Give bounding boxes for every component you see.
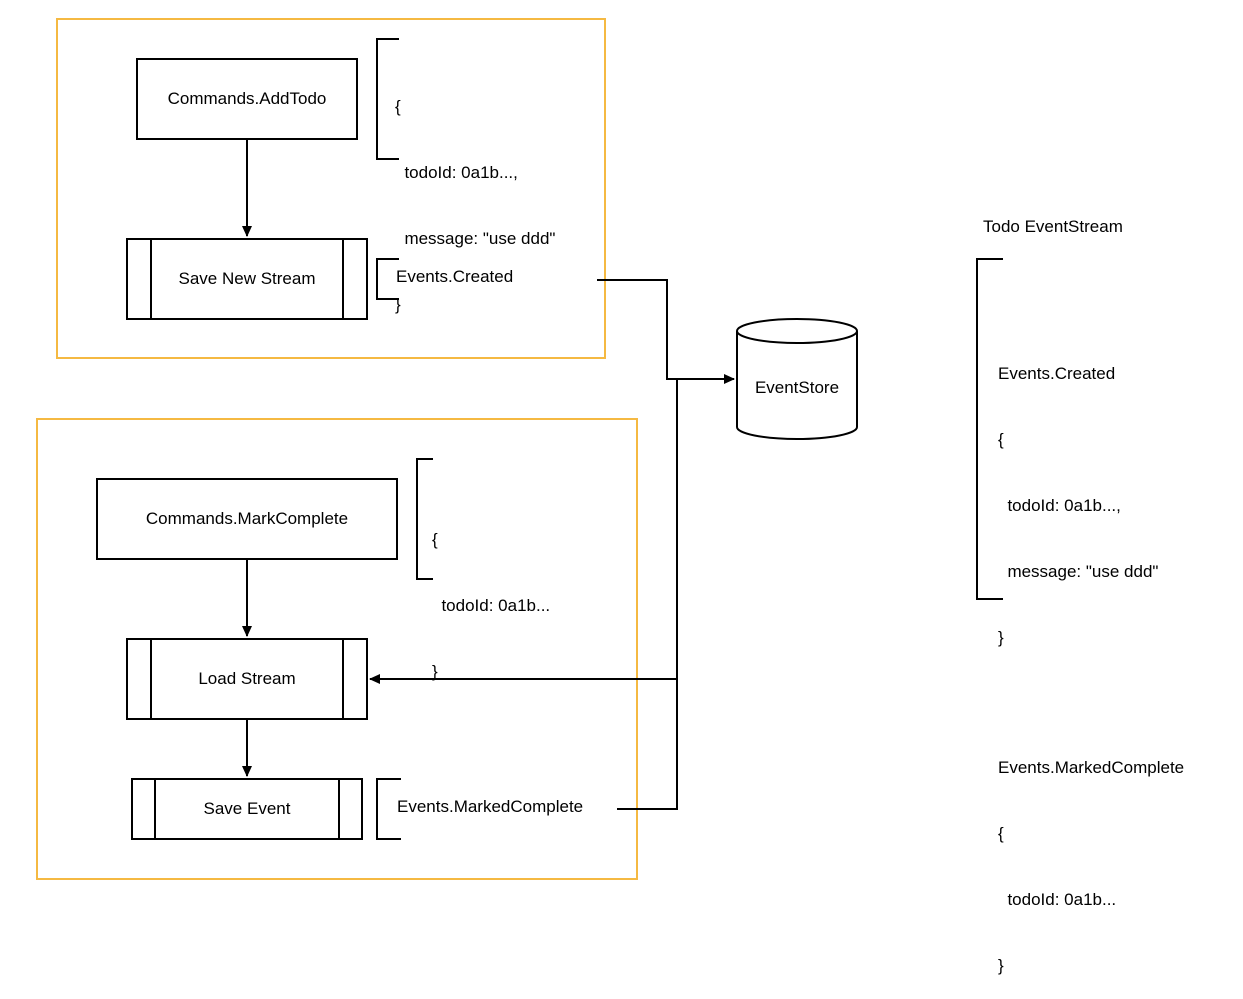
event-stream-title: Todo EventStream: [983, 217, 1123, 236]
connector-marked-complete-to-store: [617, 379, 678, 810]
process-save-new-stream-box[interactable]: [126, 238, 368, 320]
payload-add-todo: { todoId: 0a1b..., message: "use ddd" }: [395, 52, 555, 338]
payload-line: todoId: 0a1b...: [432, 596, 551, 615]
stream-line: }: [998, 628, 1004, 647]
payload-line: }: [432, 662, 438, 681]
command-add-todo-label: Commands.AddTodo: [167, 89, 327, 108]
stream-line: message: "use ddd": [998, 562, 1159, 581]
process-save-event-label: Save Event: [203, 799, 291, 818]
event-stream-content: Events.Created { todoId: 0a1b..., messag…: [998, 319, 1184, 999]
event-bracket-marked-complete: [376, 778, 401, 840]
event-created-label: Events.Created: [396, 267, 514, 286]
event-store-label: EventStore: [754, 378, 840, 397]
connector-created-to-store: [597, 279, 735, 384]
command-add-todo-box[interactable]: [136, 58, 358, 140]
payload-bracket-mark-complete: [416, 458, 433, 580]
event-store-cylinder[interactable]: [736, 318, 858, 440]
process-save-event-box[interactable]: [131, 778, 363, 840]
stream-line: Events.MarkedComplete: [998, 758, 1185, 777]
event-marked-complete-label: Events.MarkedComplete: [397, 797, 584, 816]
payload-line: {: [395, 97, 401, 116]
process-load-stream-label: Load Stream: [198, 669, 296, 688]
stream-line: {: [998, 824, 1004, 843]
payload-line: message: "use ddd": [395, 229, 556, 248]
event-stream-bracket: [976, 258, 1003, 600]
command-mark-complete-box[interactable]: [96, 478, 398, 560]
group-mark-complete: [36, 418, 638, 880]
command-mark-complete-label: Commands.MarkComplete: [145, 509, 349, 528]
diagram-canvas: [36, 18, 1003, 880]
payload-line: }: [395, 295, 401, 314]
stream-line: Events.Created: [998, 364, 1116, 383]
payload-line: {: [432, 530, 438, 549]
stream-line: todoId: 0a1b...,: [998, 496, 1121, 515]
stream-line: {: [998, 430, 1004, 449]
stream-line: [998, 693, 1184, 713]
event-bracket-created: [376, 258, 399, 300]
payload-line: todoId: 0a1b...,: [395, 163, 518, 182]
process-save-new-stream-label: Save New Stream: [178, 269, 316, 288]
payload-mark-complete: { todoId: 0a1b... }: [432, 485, 550, 705]
group-add-todo: [56, 18, 606, 359]
stream-line: }: [998, 956, 1004, 975]
stream-line: todoId: 0a1b...: [998, 890, 1117, 909]
payload-bracket-add-todo: [376, 38, 399, 160]
process-load-stream-box[interactable]: [126, 638, 368, 720]
